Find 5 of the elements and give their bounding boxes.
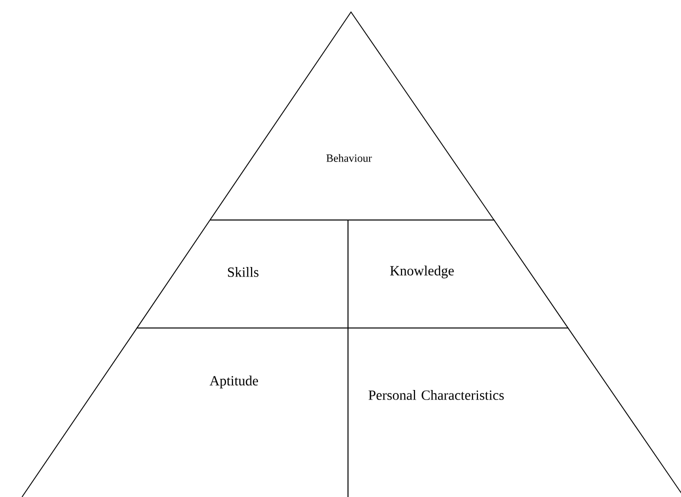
pyramid-section: Personal Characteristics — [348, 328, 681, 497]
pyramid-section: Behaviour — [209, 11, 495, 220]
pyramid-section: Skills — [136, 220, 348, 328]
pyramid-section: Aptitude — [22, 328, 348, 497]
pyramid-section: Knowledge — [348, 220, 569, 328]
